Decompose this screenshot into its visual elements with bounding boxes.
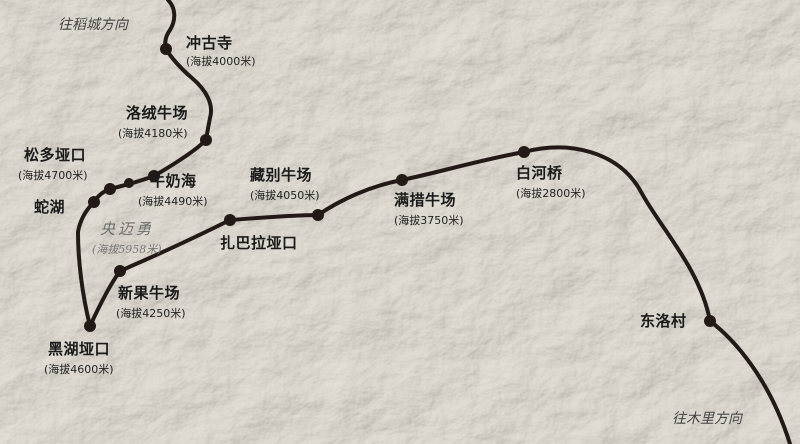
stop-name-baihe-bridge: 白河桥 xyxy=(516,164,563,182)
peak-name: 央迈勇 xyxy=(100,220,155,238)
stop-name-chonggu-temple: 冲古寺 xyxy=(186,34,233,52)
stop-altitude-zangbie-ranch: (海拔4050米) xyxy=(250,189,320,202)
direction-north-label: 往稻城方向 xyxy=(58,17,128,33)
stop-name-songduo-pass: 松多垭口 xyxy=(24,146,87,164)
stop-dot-chonggu-temple xyxy=(160,43,172,55)
stop-altitude-milk-lake: (海拔4490米) xyxy=(138,195,208,208)
stop-dot-baihe-bridge xyxy=(518,146,530,158)
stop-altitude-chonggu-temple: (海拔4000米) xyxy=(186,55,256,68)
stop-altitude-songduo-pass: (海拔4700米) xyxy=(18,169,88,182)
stop-name-heihu-pass: 黑湖垭口 xyxy=(48,340,111,358)
direction-south-label: 往木里方向 xyxy=(672,411,742,427)
stop-dot-luorong-ranch xyxy=(200,134,212,146)
stop-name-xinguo-ranch: 新果牛场 xyxy=(118,284,181,302)
stop-dot-zhabala-pass xyxy=(224,214,236,226)
stop-altitude-heihu-pass: (海拔4600米) xyxy=(44,363,114,376)
stop-altitude-mancuo-ranch: (海拔3750米) xyxy=(394,214,464,227)
stop-altitude-luorong-ranch: (海拔4180米) xyxy=(118,127,188,140)
stop-name-snake-lake: 蛇湖 xyxy=(34,198,66,216)
stop-dot-snake-lake xyxy=(88,196,100,208)
stop-dot-minor-1 xyxy=(124,178,134,188)
route-line xyxy=(76,0,792,444)
stop-dot-dongluo-village xyxy=(704,315,716,327)
stop-dot-xinguo-ranch xyxy=(114,265,126,277)
stop-name-dongluo-village: 东洛村 xyxy=(640,312,687,330)
peak-altitude: (海拔5958米) xyxy=(92,243,162,256)
stop-dot-milk-lake xyxy=(148,170,160,182)
stop-dot-mancuo-ranch xyxy=(396,174,408,186)
stop-altitude-xinguo-ranch: (海拔4250米) xyxy=(116,307,186,320)
stop-name-luorong-ranch: 洛绒牛场 xyxy=(126,104,189,122)
stop-altitude-baihe-bridge: (海拔2800米) xyxy=(516,187,586,200)
stop-name-zhabala-pass: 扎巴拉垭口 xyxy=(220,234,298,252)
stop-dot-heihu-pass xyxy=(84,320,96,332)
stop-name-mancuo-ranch: 满措牛场 xyxy=(394,191,457,209)
stop-name-milk-lake: 牛奶海 xyxy=(150,172,197,190)
stop-dot-zangbie-ranch xyxy=(312,209,324,221)
stop-dot-songduo-pass xyxy=(104,183,116,195)
stop-name-zangbie-ranch: 藏别牛场 xyxy=(250,166,313,184)
